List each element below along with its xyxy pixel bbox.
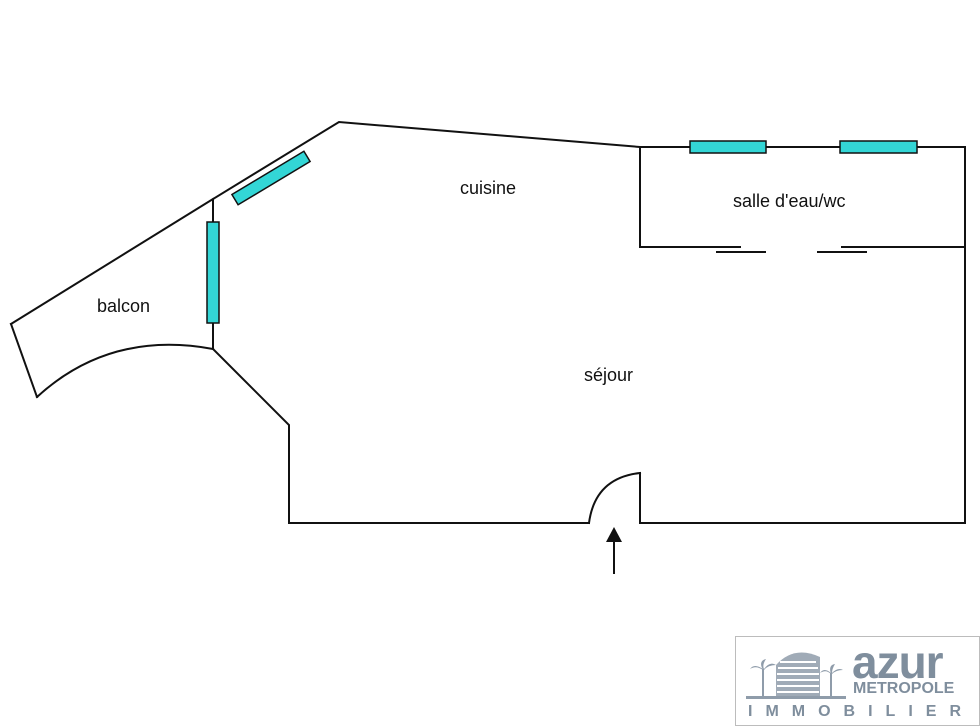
windows [206,140,918,324]
walls [9,120,966,525]
balcony-left-wall [9,322,39,399]
logo-sub-text: METROPOLE [853,680,955,697]
balcony-door-window [206,221,220,324]
logo-tagline-text: IMMOBILIER [748,703,974,720]
entrance-door-arc [587,471,642,525]
room-label-living: séjour [584,365,634,385]
logo-brand-text: azur [852,636,944,688]
main-outline-wall [212,120,966,524]
bathroom-window-2 [839,140,918,154]
room-label-bathroom: salle d'eau/wc [733,191,846,211]
entrance-arrow-icon [606,527,622,574]
kitchen-window [230,150,312,206]
building-palm-icon [746,652,846,699]
agency-logo: azur METROPOLE IMMOBILIER [735,636,980,726]
room-label-kitchen: cuisine [460,178,517,198]
balcony-curved-edge [35,343,215,399]
room-label-balcony: balcon [97,296,151,316]
balcony-top-wall [9,197,215,326]
bathroom-window-1 [689,140,767,154]
